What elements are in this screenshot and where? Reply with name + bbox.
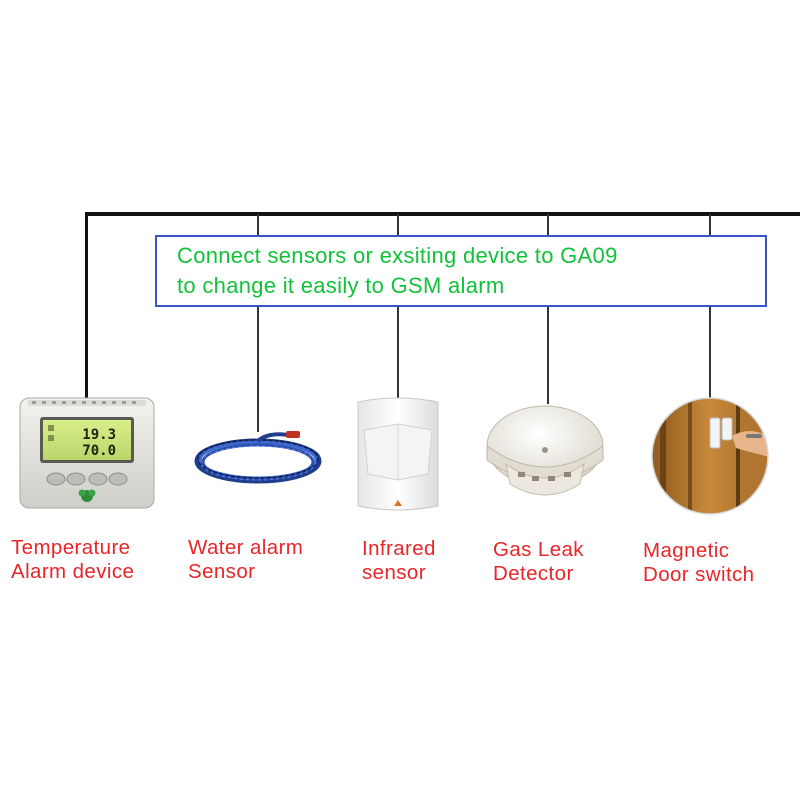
device-label-line-1: Gas Leak bbox=[493, 538, 584, 561]
callout-text-line-1: Connect sensors or exsiting device to GA… bbox=[177, 243, 618, 268]
thermostat-reading-1: 19.3 bbox=[82, 427, 116, 443]
device-label-line-2: Sensor bbox=[188, 560, 256, 583]
infrared-sensor-image bbox=[354, 396, 442, 514]
device-label-temperature: Temperature Alarm device bbox=[11, 536, 134, 584]
gas-leak-detector-image bbox=[482, 402, 608, 508]
device-label-gas: Gas Leak Detector bbox=[493, 538, 584, 586]
main-bus-line bbox=[85, 212, 800, 216]
device-label-line-1: Infrared bbox=[362, 537, 436, 560]
device-label-line-1: Magnetic bbox=[643, 539, 730, 562]
thermostat-reading-2: 70.0 bbox=[82, 443, 116, 459]
device-label-line-2: Alarm device bbox=[11, 560, 135, 583]
device-label-magnetic: Magnetic Door switch bbox=[643, 539, 755, 587]
device-label-water: Water alarm Sensor bbox=[188, 536, 303, 584]
drop-line-infrared bbox=[397, 214, 399, 402]
temperature-alarm-device-image: 19.3 70.0 bbox=[18, 395, 156, 510]
device-label-line-1: Temperature bbox=[11, 536, 131, 559]
device-label-line-1: Water alarm bbox=[188, 536, 304, 559]
drop-line-magnetic bbox=[709, 214, 711, 404]
drop-line-temperature bbox=[85, 214, 88, 398]
callout-text-line-2: to change it easily to GSM alarm bbox=[177, 273, 505, 298]
device-label-line-2: Door switch bbox=[643, 563, 755, 586]
water-alarm-sensor-image bbox=[192, 425, 324, 495]
magnetic-door-switch-image bbox=[650, 396, 770, 516]
device-label-line-2: Detector bbox=[493, 562, 574, 585]
drop-line-water bbox=[257, 214, 259, 432]
callout-box: Connect sensors or exsiting device to GA… bbox=[155, 235, 767, 307]
drop-line-gas bbox=[547, 214, 549, 404]
device-label-infrared: Infrared sensor bbox=[362, 537, 436, 585]
device-label-line-2: sensor bbox=[362, 561, 426, 584]
